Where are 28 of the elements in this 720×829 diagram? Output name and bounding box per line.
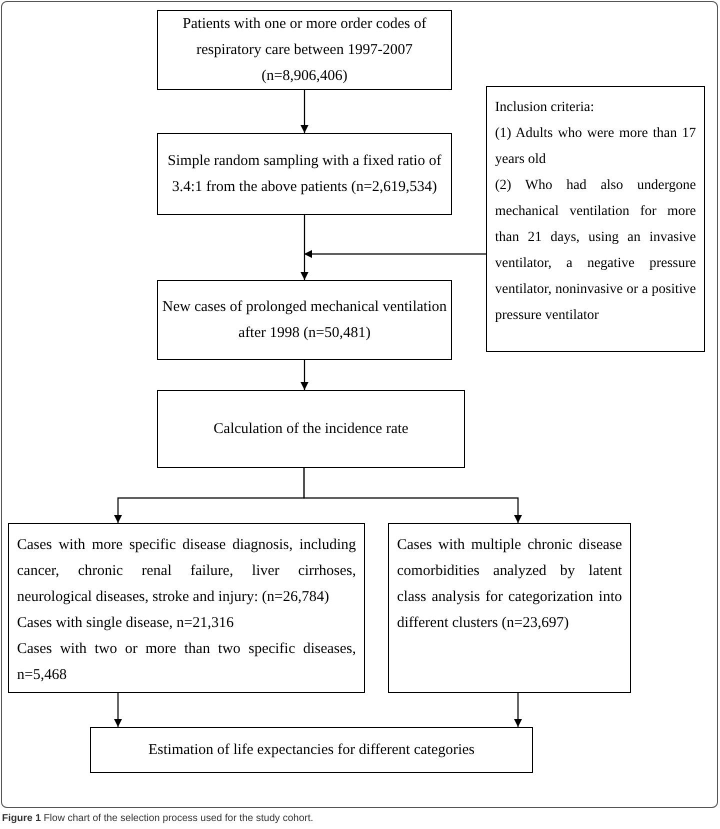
arrow	[304, 250, 486, 258]
arrow	[303, 468, 522, 523]
node-text: (1) Adults who were more than 17 years old	[495, 125, 696, 169]
process-box	[157, 10, 452, 90]
node-text: New cases of prolonged mechanical ventilation after 1998 (n=50,481)	[161, 298, 448, 343]
node-text: Cases with more specific disease diagnosis, including cancer, chronic renal failure, liver cirrhoses, neurological diseases, stroke and injury: (n=26,784)	[17, 536, 356, 607]
process-box	[157, 390, 465, 468]
node-text: Simple random sampling with a fixed ratio of 3.4:1 from the above patients (n=2,619,534)	[166, 152, 442, 197]
process-box	[388, 523, 631, 693]
arrow	[114, 693, 122, 727]
arrow	[300, 360, 308, 390]
node-text: Cases with multiple chronic disease comorbidities analyzed by latent class analysis for categorization into different clusters (n=23,697)	[397, 536, 622, 633]
node-text: Estimation of life expectancies for different categories	[148, 741, 475, 760]
node-text: (2) Who had also undergone mechanical ventilation for more than 21 days, using an invasive ventilator, a negative pressure ventilator, noninvasive or a positive pressure ventilator	[495, 177, 696, 325]
heading: Inclusion criteria:	[495, 99, 596, 117]
process-box	[157, 133, 452, 215]
node-text: Calculation of the incidence rate	[214, 420, 408, 439]
process-box	[486, 86, 705, 352]
process-box	[157, 280, 452, 360]
arrow	[514, 693, 522, 727]
node-text: Patients with one or more order codes of respiratory care between 1997-2007 (n=8,906,406)	[182, 15, 428, 86]
arrow	[300, 90, 308, 133]
arrow	[300, 215, 308, 280]
process-box	[8, 523, 365, 693]
process-box	[90, 727, 533, 773]
node-text: Cases with two or more than two specific diseases, n=5,468	[17, 640, 356, 685]
caption: Figure 1 Flow chart of the selection process used for the study cohort.	[2, 812, 314, 826]
node-text: Cases with single disease, n=21,316	[17, 614, 235, 633]
